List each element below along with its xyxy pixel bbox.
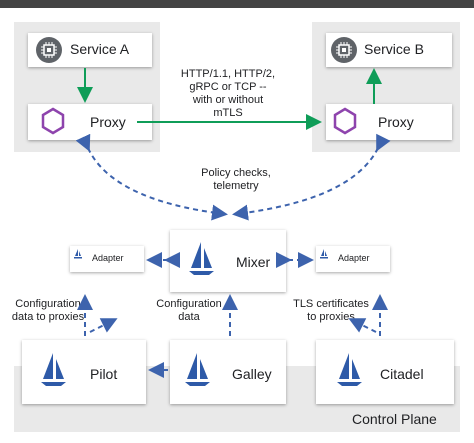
galley-note: Configuration data bbox=[152, 298, 226, 324]
citadel-note-line: TLS certificates bbox=[293, 298, 369, 310]
pilot-diagonal-arrow bbox=[89, 318, 118, 333]
istio-sail-icon bbox=[41, 353, 66, 386]
istio-sail-icon bbox=[189, 242, 214, 275]
control-plane-label: Control Plane bbox=[352, 411, 437, 427]
galley-note-line: data bbox=[178, 311, 200, 323]
pilot-card bbox=[22, 340, 146, 404]
protocol-note-line: gRPC or TCP -- bbox=[189, 81, 267, 93]
protocol-note-line: HTTP/1.1, HTTP/2, bbox=[180, 68, 276, 80]
proxy-b-mixer-curve bbox=[232, 133, 391, 221]
adapter-left-label: Adapter bbox=[92, 253, 124, 263]
chip-icon bbox=[336, 42, 352, 58]
citadel-label: Citadel bbox=[380, 366, 424, 382]
protocol-note-line: mTLS bbox=[213, 107, 243, 119]
istio-sail-icon bbox=[74, 249, 82, 259]
pilot-note-line: Configuration bbox=[15, 298, 81, 310]
chip-icon bbox=[41, 42, 57, 58]
istio-sail-icon bbox=[337, 353, 362, 386]
istio-sail-icon bbox=[320, 249, 328, 259]
mixer-card bbox=[170, 230, 286, 292]
adapter-right-card bbox=[316, 246, 390, 272]
citadel-note-line: to proxies bbox=[307, 311, 355, 323]
adapter-right-label: Adapter bbox=[338, 253, 370, 263]
galley-note-line: Configuration bbox=[156, 298, 222, 310]
pilot-note-line: data to proxies bbox=[11, 311, 85, 323]
hexagon-icon bbox=[41, 107, 65, 135]
citadel-note: TLS certificates to proxies bbox=[282, 298, 380, 324]
top-bar bbox=[0, 0, 474, 8]
service-a-proxy-label: Proxy bbox=[90, 114, 126, 130]
istio-sail-icon bbox=[185, 353, 210, 386]
galley-label: Galley bbox=[232, 366, 272, 382]
service-b-proxy-label: Proxy bbox=[378, 114, 414, 130]
galley-card bbox=[170, 340, 286, 404]
proxy-a-mixer-curve bbox=[75, 133, 228, 221]
adapter-left-card bbox=[70, 246, 144, 272]
service-b-label: Service B bbox=[364, 41, 424, 57]
citadel-card bbox=[316, 340, 454, 404]
service-a-label: Service A bbox=[70, 41, 130, 57]
pilot-note: Configuration data to proxies bbox=[2, 298, 94, 324]
citadel-diagonal-arrow bbox=[348, 318, 377, 333]
protocol-note-line: with or without bbox=[192, 94, 264, 106]
pilot-label: Pilot bbox=[90, 366, 118, 382]
hexagon-icon bbox=[333, 107, 357, 135]
protocol-note: HTTP/1.1, HTTP/2, gRPC or TCP -- with or… bbox=[166, 68, 290, 120]
mixer-label: Mixer bbox=[236, 254, 271, 270]
